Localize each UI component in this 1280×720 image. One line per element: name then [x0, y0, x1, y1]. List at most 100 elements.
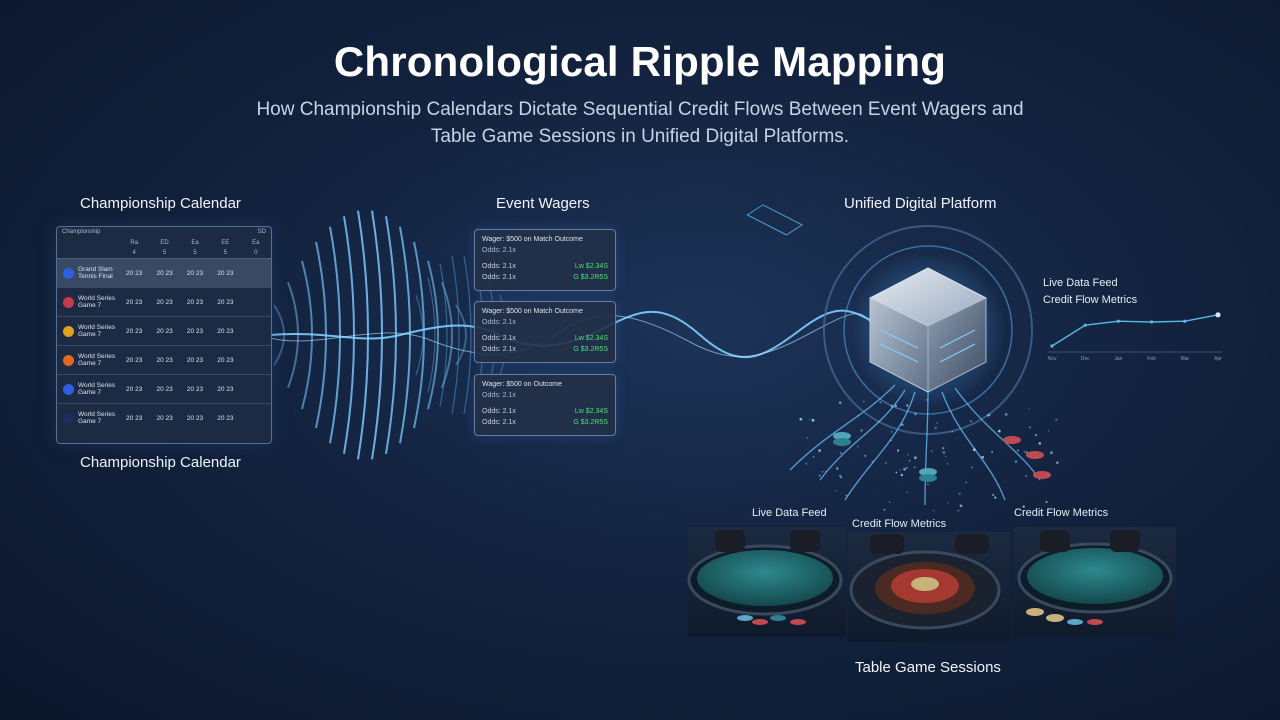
data-particle: [957, 509, 960, 512]
data-particle: [981, 455, 985, 459]
photo-blackjack-right: [1014, 527, 1176, 637]
data-particle: [942, 451, 946, 454]
wager-card[interactable]: Wager: $500 on Outcome Odds: 2.1x Odds: …: [474, 374, 616, 436]
calendar-cell: 20 23: [156, 356, 173, 364]
data-particle: [1028, 408, 1030, 410]
data-particle: [992, 493, 995, 497]
data-particle: [927, 483, 929, 486]
event-name-line: World Series: [78, 353, 116, 360]
event-logo-icon: [63, 383, 74, 395]
data-particle: [905, 466, 908, 469]
calendar-cell: 20 23: [156, 269, 173, 277]
ripple-arc: [413, 241, 425, 429]
data-particle: [1023, 450, 1026, 453]
wager-row-value: G $3.2R5S: [573, 346, 608, 353]
data-particle: [903, 468, 906, 471]
data-particle: [890, 404, 893, 407]
calendar-header-title: Championship: [62, 229, 101, 235]
wager-row-left: Odds: 2.1x: [482, 408, 516, 415]
data-particle: [809, 418, 811, 421]
calendar-col: ED: [160, 240, 169, 246]
calendar-cell: 20 23: [156, 414, 173, 422]
live-feed-label: Live Data Feed: [1043, 277, 1118, 289]
platform-ring-outer: [823, 225, 1033, 435]
calendar-cell: 20 23: [217, 385, 234, 393]
data-particle: [838, 401, 842, 405]
calendar-cell: 20 23: [217, 298, 234, 306]
chart-tick-label: Dec: [1081, 356, 1090, 362]
data-particle: [891, 406, 894, 409]
data-particle: [933, 509, 935, 511]
data-particle: [994, 496, 997, 499]
data-particle: [972, 448, 976, 452]
chart-point: [1083, 323, 1087, 327]
calendar-label-bottom: Championship Calendar: [80, 454, 241, 471]
ripple-arc: [451, 255, 460, 415]
data-particle: [946, 463, 949, 465]
data-particle: [1025, 475, 1027, 477]
calendar-col: Ea: [191, 240, 199, 246]
data-particle: [936, 422, 939, 424]
event-name-line: Grand Slam: [78, 266, 113, 273]
data-particle: [818, 449, 822, 453]
page-title: Chronological Ripple Mapping: [333, 38, 947, 85]
event-name-line: Tennis Final: [78, 273, 113, 280]
ripple-arc: [455, 304, 467, 366]
data-particle: [895, 471, 898, 474]
event-name-line: Game 7: [78, 389, 102, 396]
chart-tick-label: Apr: [1214, 356, 1222, 362]
data-particle: [970, 466, 973, 469]
page-subtitle: How Championship Calendars Dictate Seque…: [256, 99, 1024, 147]
calendar-cell: 20 23: [156, 298, 173, 306]
data-particle: [839, 452, 842, 455]
calendar-cell: 20 23: [186, 269, 204, 277]
data-particle: [821, 470, 824, 473]
data-particle: [883, 508, 886, 511]
event-logo-icon: [63, 267, 74, 279]
data-particle: [941, 447, 945, 450]
calendar-cell: 20 23: [217, 414, 234, 422]
wager-card[interactable]: Wager: $500 on Match Outcome Odds: 2.1x …: [474, 301, 616, 363]
ripple-arc: [415, 294, 424, 376]
data-particles: [799, 398, 1059, 512]
data-particle: [991, 451, 993, 453]
calendar-cell: 20 23: [186, 385, 204, 393]
calendar-cell: 20 23: [126, 356, 143, 364]
data-particle: [1038, 442, 1042, 445]
ripple-arc: [343, 216, 355, 454]
calendar-subcol: 5: [162, 250, 167, 256]
data-particle: [860, 429, 863, 432]
calendar-col: EE: [221, 240, 230, 246]
photo-roulette-center: [848, 532, 1010, 642]
chart-tick-label: Jan: [1114, 356, 1122, 362]
data-particle: [899, 469, 901, 471]
data-particle: [1056, 461, 1059, 464]
data-particle: [914, 466, 916, 469]
wager-odds: Odds: 2.1x: [482, 247, 516, 254]
wager-row-value: Lw $2.34S: [574, 335, 608, 342]
wager-card[interactable]: Wager: $500 on Match Outcome Odds: 2.1x …: [474, 229, 616, 291]
data-particle: [834, 490, 837, 492]
wager-title: Wager: $500 on Outcome: [482, 381, 562, 388]
wager-row-value: G $3.2R5S: [573, 419, 608, 426]
ripple-arc: [329, 226, 341, 444]
calendar-cell: 20 23: [126, 298, 143, 306]
data-particle: [907, 454, 909, 456]
event-logo-icon: [63, 325, 74, 337]
